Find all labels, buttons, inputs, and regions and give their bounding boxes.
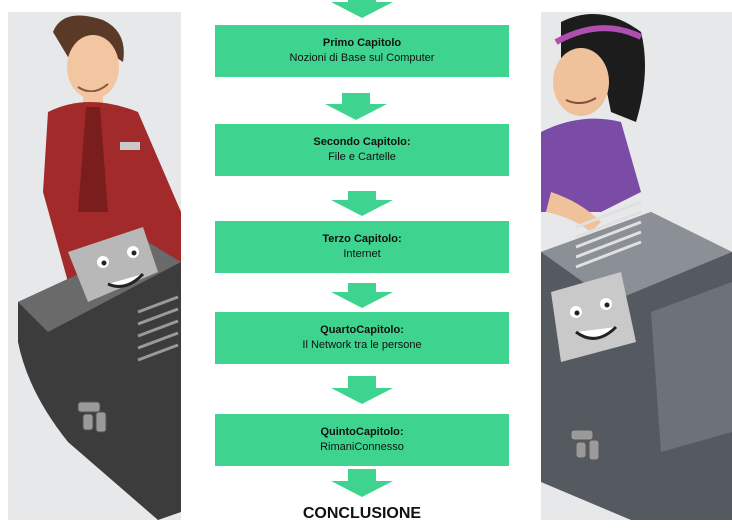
chapter-box-3: Terzo Capitolo: Internet	[215, 221, 509, 273]
chapter-box-5: QuintoCapitolo: RimaniConnesso	[215, 414, 509, 466]
girl-with-computer-illustration	[541, 14, 732, 520]
chapter-subtitle: Il Network tra le persone	[302, 339, 422, 351]
chapter-box-1: Primo Capitolo Nozioni di Base sul Compu…	[215, 25, 509, 77]
chapter-title: QuartoCapitolo:	[320, 324, 404, 336]
chapter-subtitle: Nozioni di Base sul Computer	[289, 52, 435, 64]
conclusion-label: CONCLUSIONE	[302, 505, 422, 522]
right-illustration-panel	[541, 12, 732, 520]
left-illustration-panel	[8, 12, 181, 520]
chapter-box-2: Secondo Capitolo: File e Cartelle	[215, 124, 509, 176]
chapter-subtitle: RimaniConnesso	[320, 441, 404, 453]
boy-with-computer-illustration	[18, 15, 181, 520]
chapter-subtitle: Internet	[343, 248, 381, 260]
chapter-title: Terzo Capitolo:	[322, 233, 402, 245]
chapter-subtitle: File e Cartelle	[328, 151, 396, 163]
chapter-box-4: QuartoCapitolo: Il Network tra le person…	[215, 312, 509, 364]
chapter-title: QuintoCapitolo:	[320, 426, 404, 438]
chapter-title: Secondo Capitolo:	[313, 136, 411, 148]
chapter-title: Primo Capitolo	[322, 37, 402, 49]
